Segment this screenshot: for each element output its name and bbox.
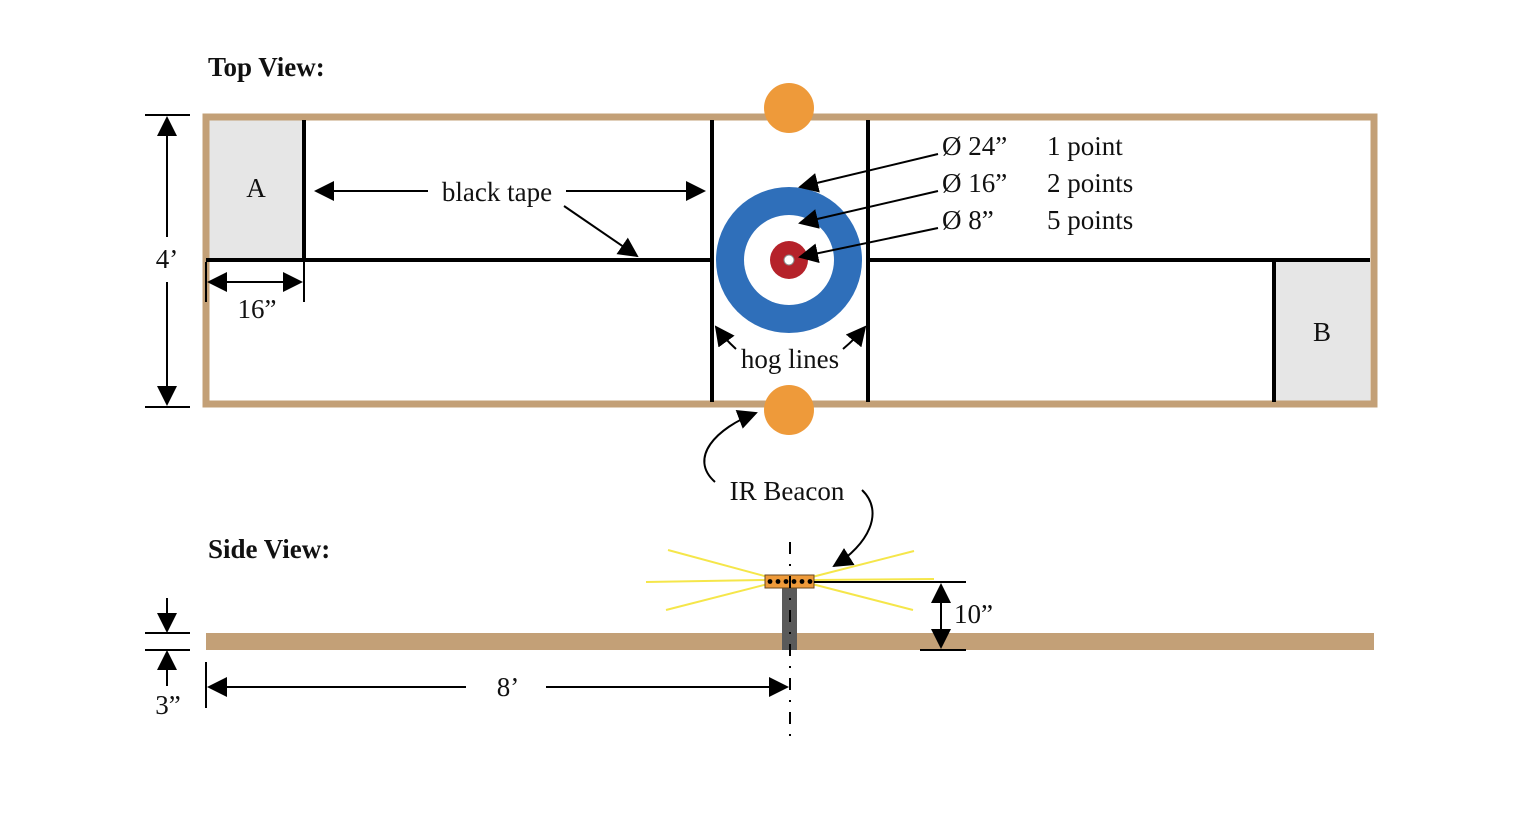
black-tape-lines (206, 120, 1370, 402)
beacon-distance-dimension (205, 662, 789, 708)
board-thickness-dimension (145, 598, 190, 686)
ring-callout-arrows (798, 153, 939, 264)
zone-a-label: A (246, 173, 266, 203)
ir-rays (645, 549, 935, 611)
zone-b-area (1274, 260, 1370, 402)
ring-legend: Ø 24” 1 point Ø 16” 2 points Ø 8” 5 poin… (942, 131, 1133, 235)
ir-beacon-arrows (703, 409, 874, 568)
black-tape-label: black tape (442, 177, 552, 207)
side-view-heading: Side View: (208, 534, 330, 564)
ir-beacon-top-icon (764, 83, 814, 133)
zone-depth-label: 16” (238, 294, 277, 324)
zone-b-label: B (1313, 317, 1331, 347)
ir-led-dots (767, 579, 813, 584)
beacon-distance-label: 8’ (497, 672, 520, 702)
black-tape-arrows (314, 181, 706, 258)
ring-16-diameter: Ø 16” (942, 168, 1007, 198)
ring-16-points: 2 points (1047, 168, 1133, 198)
ring-24-points: 1 point (1047, 131, 1123, 161)
zone-depth-dimension (205, 262, 305, 302)
ir-beacon-label: IR Beacon (730, 476, 845, 506)
width-dimension (145, 114, 190, 408)
top-view-heading: Top View: (208, 52, 325, 82)
hog-lines-arrows (714, 325, 867, 350)
zone-a-area (209, 120, 304, 260)
beacon-height-label: 10” (954, 599, 993, 629)
ring-8-points: 5 points (1047, 205, 1133, 235)
beacon-height-dimension (814, 581, 966, 651)
target (716, 187, 862, 333)
ring-24-diameter: Ø 24” (942, 131, 1007, 161)
width-label: 4’ (156, 244, 179, 274)
ir-beacon-bottom-icon (764, 385, 814, 435)
ring-8-diameter: Ø 8” (942, 205, 994, 235)
hog-lines-label: hog lines (741, 344, 839, 374)
target-center-icon (783, 254, 795, 266)
board-thickness-label: 3” (155, 690, 180, 720)
